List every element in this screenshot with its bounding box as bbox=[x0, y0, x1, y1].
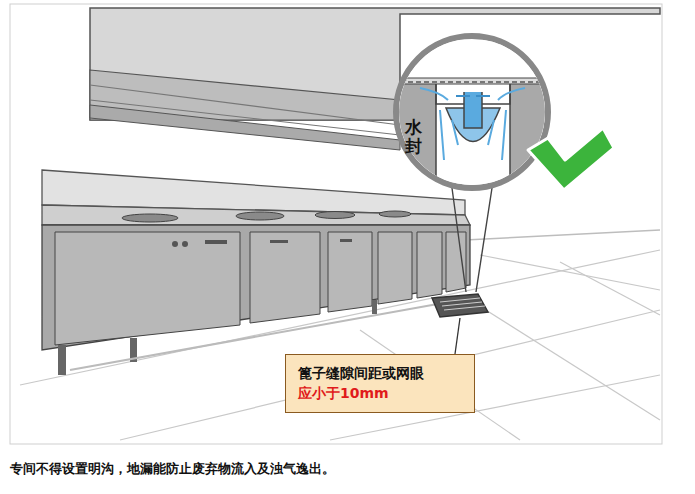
callout-text: 篦子缝隙间距或网眼 bbox=[298, 363, 462, 383]
caption: 专间不得设置明沟，地漏能防止废弃物流入及浊气逸出。 bbox=[10, 460, 685, 478]
callout-text: 应小于10mm bbox=[298, 383, 462, 403]
part-label: 水封 bbox=[405, 118, 422, 155]
callout-box: 篦子缝隙间距或网眼应小于10mm bbox=[285, 354, 475, 413]
